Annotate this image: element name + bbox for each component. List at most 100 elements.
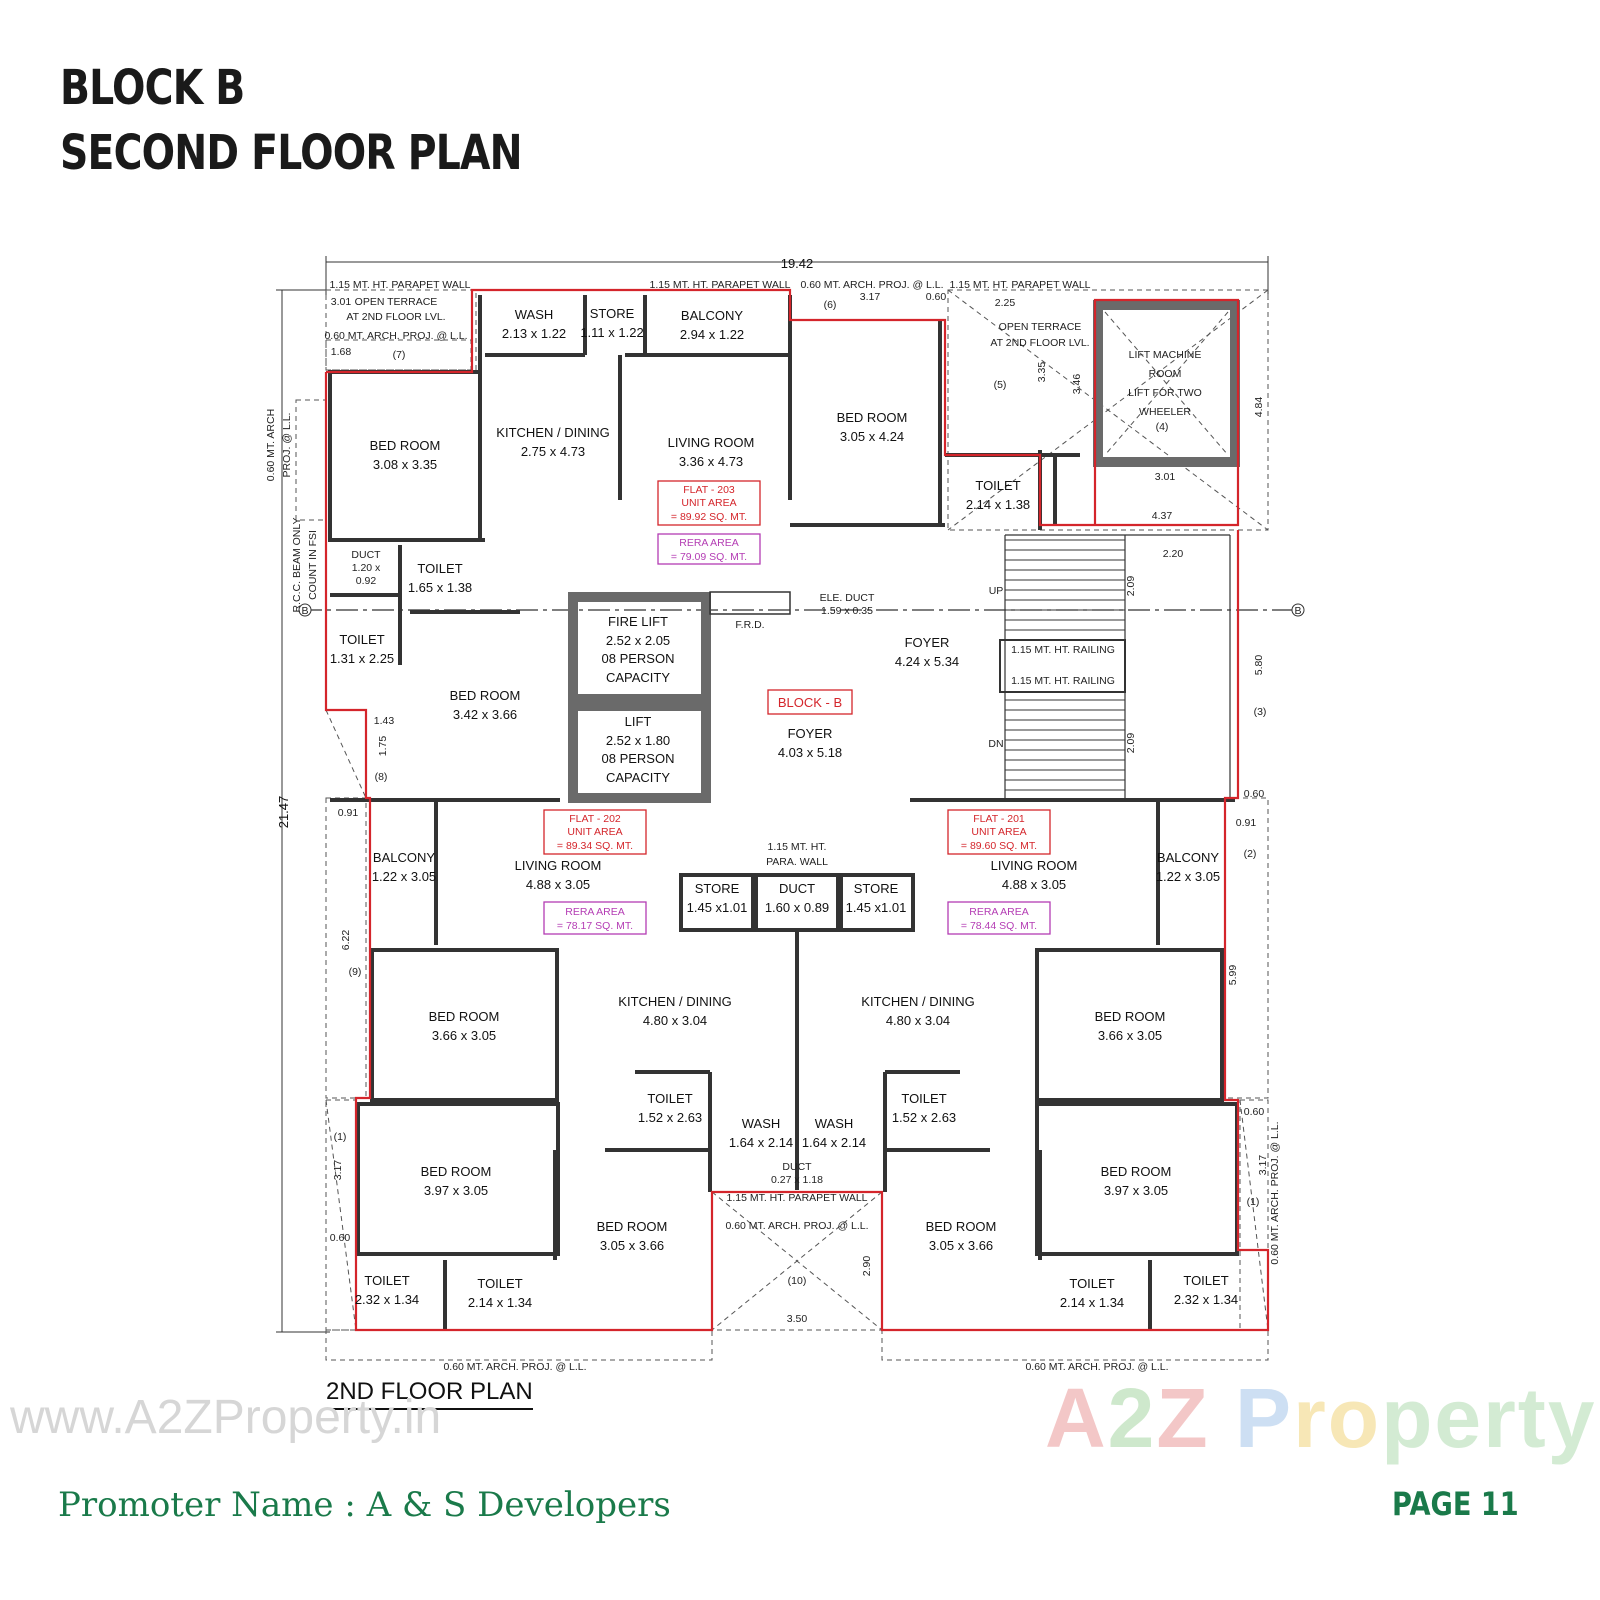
grid-label-right: B — [1294, 605, 1301, 617]
room-name: BED ROOM — [450, 688, 521, 703]
room-name: LIVING ROOM — [515, 858, 602, 873]
svg-text:(10): (10) — [788, 1275, 807, 1287]
lift-capacity-text: CAPACITY — [606, 770, 670, 785]
room-size: 2.94 x 1.22 — [680, 327, 744, 342]
svg-text:WHEELER: WHEELER — [1139, 406, 1191, 418]
svg-text:2.09: 2.09 — [1125, 733, 1137, 754]
room-name: BALCONY — [373, 850, 435, 865]
svg-text:0.60 MT. ARCH. PROJ. @ L.L.: 0.60 MT. ARCH. PROJ. @ L.L. — [1269, 1121, 1281, 1264]
room-size: 3.05 x 3.66 — [929, 1238, 993, 1253]
room-name: FOYER — [905, 635, 950, 650]
website-watermark: www.A2ZProperty.in — [10, 1391, 442, 1444]
svg-text:RERA AREA: RERA AREA — [969, 906, 1029, 918]
svg-text:= 78.17 SQ. MT.: = 78.17 SQ. MT. — [557, 920, 633, 932]
svg-text:0.60: 0.60 — [1244, 1106, 1265, 1118]
svg-text:0.60 MT. ARCH. PROJ. @ L.L.: 0.60 MT. ARCH. PROJ. @ L.L. — [800, 279, 943, 291]
lift-capacity-text: 08 PERSON — [602, 651, 675, 666]
svg-text:DUCT: DUCT — [782, 1161, 812, 1173]
room-size: 2.14 x 1.34 — [1060, 1295, 1124, 1310]
svg-text:0.92: 0.92 — [356, 575, 377, 587]
page-number: PAGE 11 — [1392, 1485, 1519, 1523]
flat-202-tag: FLAT - 202 UNIT AREA = 89.34 SQ. MT. RER… — [543, 809, 647, 935]
room-size: 4.80 x 3.04 — [643, 1013, 707, 1028]
svg-text:3.17: 3.17 — [332, 1160, 344, 1181]
lift-capacity-text: CAPACITY — [606, 670, 670, 685]
room-size: 3.05 x 3.66 — [600, 1238, 664, 1253]
overall-width-dim: 19.42 — [781, 256, 814, 271]
grid-label-left: B — [301, 605, 308, 617]
room-name: TOILET — [1069, 1276, 1114, 1291]
svg-text:(6): (6) — [824, 299, 837, 311]
room-size: 3.97 x 3.05 — [424, 1183, 488, 1198]
svg-text:1.20 x: 1.20 x — [352, 562, 381, 574]
svg-text:2.20: 2.20 — [1163, 548, 1184, 560]
room-size: 1.22 x 3.05 — [1156, 869, 1220, 884]
page-title-line-2: SECOND FLOOR PLAN — [60, 125, 523, 181]
room-name: STORE — [590, 306, 635, 321]
room-size: 4.24 x 5.34 — [895, 654, 959, 669]
svg-text:0.60 MT. ARCH. PROJ. @ L.L.: 0.60 MT. ARCH. PROJ. @ L.L. — [324, 330, 467, 342]
room-name: TOILET — [647, 1091, 692, 1106]
svg-text:= 78.44 SQ. MT.: = 78.44 SQ. MT. — [961, 920, 1037, 932]
room-name: LIFT — [625, 714, 652, 729]
flat-201-tag: FLAT - 201 UNIT AREA = 89.60 SQ. MT. RER… — [947, 809, 1051, 935]
room-name: FIRE LIFT — [608, 614, 668, 629]
svg-text:4.37: 4.37 — [1152, 510, 1173, 522]
area-markers: (3) (2) (1) (1) (5) (6) (7) (8) (9) (10) — [334, 299, 1267, 1287]
room-size: 4.88 x 3.05 — [526, 877, 590, 892]
room-size: 3.42 x 3.66 — [453, 707, 517, 722]
svg-text:0.60: 0.60 — [330, 1232, 351, 1244]
svg-text:1.15 MT. HT. PARAPET WALL: 1.15 MT. HT. PARAPET WALL — [329, 279, 470, 291]
svg-text:UNIT AREA: UNIT AREA — [567, 826, 622, 838]
unit-boundaries — [324, 288, 1270, 1332]
room-size: 1.52 x 2.63 — [892, 1110, 956, 1125]
svg-text:= 89.60 SQ. MT.: = 89.60 SQ. MT. — [961, 840, 1037, 852]
room-name: BED ROOM — [837, 410, 908, 425]
svg-text:0.60: 0.60 — [926, 291, 947, 303]
svg-text:R.C.C. BEAM ONLY: R.C.C. BEAM ONLY — [291, 518, 303, 613]
svg-text:0.60 MT. ARCH. PROJ. @ L.L.: 0.60 MT. ARCH. PROJ. @ L.L. — [725, 1220, 868, 1232]
svg-text:(7): (7) — [393, 349, 406, 361]
room-size: 3.66 x 3.05 — [432, 1028, 496, 1043]
svg-text:(2): (2) — [1244, 848, 1257, 860]
svg-text:ELE. DUCT: ELE. DUCT — [820, 592, 875, 604]
grid-bubble-right — [1291, 603, 1305, 617]
svg-text:DUCT: DUCT — [351, 549, 381, 561]
room-size: 3.08 x 3.35 — [373, 457, 437, 472]
room-size: 4.88 x 3.05 — [1002, 877, 1066, 892]
block-label: BLOCK - B — [778, 695, 842, 710]
room-size: 3.97 x 3.05 — [1104, 1183, 1168, 1198]
svg-text:3.01: 3.01 — [1155, 471, 1176, 483]
room-size: 1.60 x 0.89 — [765, 900, 829, 915]
room-name: LIVING ROOM — [668, 435, 755, 450]
svg-text:(5): (5) — [994, 379, 1007, 391]
svg-text:5.80: 5.80 — [1253, 655, 1265, 676]
svg-text:1.15 MT. HT. RAILING: 1.15 MT. HT. RAILING — [1011, 644, 1115, 656]
flat-203-tag: FLAT - 203 UNIT AREA = 89.92 SQ. MT. RER… — [657, 480, 761, 565]
brand-logo: A2Z Property — [1045, 1371, 1597, 1465]
svg-text:FLAT - 202: FLAT - 202 — [569, 813, 621, 825]
svg-text:1.15 MT. HT. RAILING: 1.15 MT. HT. RAILING — [1011, 675, 1115, 687]
room-name: BED ROOM — [429, 1009, 500, 1024]
room-size: 2.32 x 1.34 — [1174, 1292, 1238, 1307]
room-name: TOILET — [364, 1273, 409, 1288]
room-size: 1.45 x1.01 — [687, 900, 748, 915]
room-size: 2.52 x 2.05 — [606, 633, 670, 648]
svg-text:1.59 x 0.35: 1.59 x 0.35 — [821, 605, 873, 617]
room-name: BED ROOM — [1101, 1164, 1172, 1179]
room-name: BED ROOM — [421, 1164, 492, 1179]
svg-text:3.35: 3.35 — [1036, 362, 1048, 383]
dimension-lines — [276, 256, 1269, 1333]
plan-caption: 2ND FLOOR PLAN — [326, 1378, 533, 1410]
svg-text:0.60 MT. ARCH: 0.60 MT. ARCH — [265, 409, 277, 481]
room-name: WASH — [515, 307, 554, 322]
svg-text:3.17: 3.17 — [860, 291, 881, 303]
room-name: TOILET — [339, 632, 384, 647]
railing-box — [999, 639, 1126, 693]
svg-text:F.R.D.: F.R.D. — [735, 619, 764, 631]
ele-duct-box — [709, 591, 791, 615]
svg-text:AT 2ND FLOOR LVL.: AT 2ND FLOOR LVL. — [990, 337, 1089, 349]
svg-text:UNIT AREA: UNIT AREA — [681, 497, 736, 509]
